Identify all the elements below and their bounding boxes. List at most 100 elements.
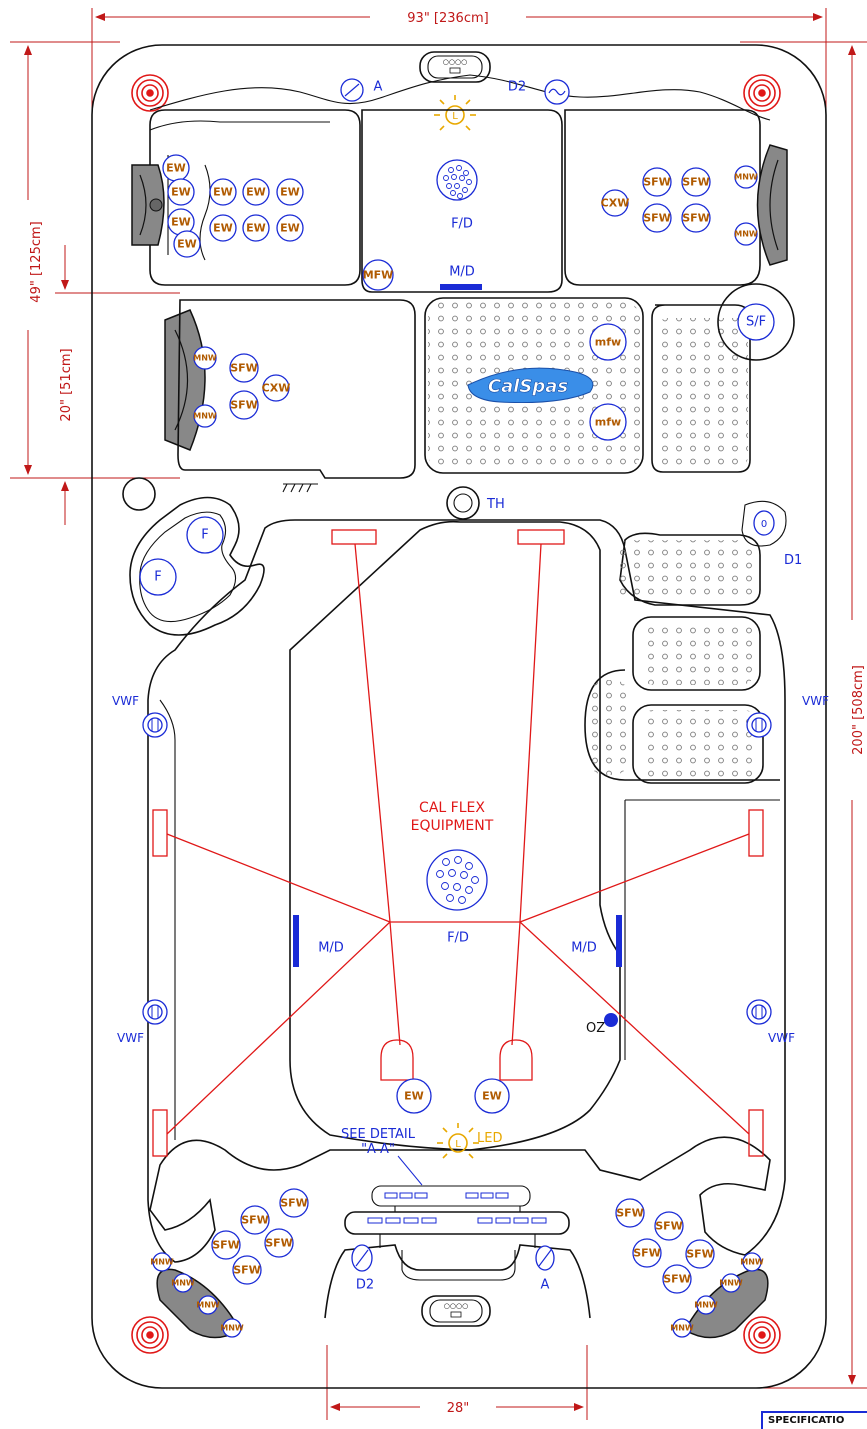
svg-text:○○○○: ○○○○ bbox=[444, 1302, 468, 1310]
label-vwf-right-top: VWF bbox=[802, 694, 829, 708]
light-icon-bottom: L bbox=[437, 1123, 479, 1159]
jet-label: MNW bbox=[193, 354, 217, 363]
jet-ring bbox=[474, 1078, 510, 1114]
svg-text:0: 0 bbox=[761, 519, 767, 530]
pillow-bottom-right bbox=[683, 1268, 769, 1339]
thermostat-ring-outer bbox=[446, 486, 480, 520]
ew-jet: EW bbox=[209, 178, 237, 206]
jet-ring bbox=[193, 346, 217, 370]
cxw-jet: CXW bbox=[601, 189, 630, 217]
jet-ring bbox=[362, 259, 394, 291]
footwell-left bbox=[129, 496, 265, 636]
label-see-detail-2: "A-A" bbox=[361, 1142, 395, 1157]
mnw-jet: MNW bbox=[719, 1273, 743, 1293]
jet-ring bbox=[742, 1252, 762, 1272]
mnw-jet: MNW bbox=[193, 404, 217, 428]
jet-label: EW bbox=[482, 1090, 502, 1103]
jet-label: MNW bbox=[670, 1324, 694, 1333]
jet-ring bbox=[211, 1230, 241, 1260]
jet-ring bbox=[681, 167, 711, 197]
mnw-jet: MNW bbox=[670, 1318, 694, 1338]
footwell-left-inner bbox=[139, 511, 237, 623]
mnw-jet: MNW bbox=[150, 1252, 174, 1272]
jet-ring bbox=[654, 1211, 684, 1241]
entry-step-grip bbox=[282, 483, 318, 493]
jet-ring bbox=[209, 178, 237, 206]
label-d2-bottom: D2 bbox=[356, 1278, 374, 1293]
jet-label: MNW bbox=[740, 1258, 764, 1267]
pillow-top-left bbox=[131, 164, 165, 246]
ew-jet: EW bbox=[162, 154, 190, 182]
jet-label: SFW bbox=[241, 1214, 269, 1227]
right-bench-lower-dots bbox=[590, 680, 628, 775]
see-detail-leader bbox=[397, 1155, 423, 1186]
jet-label: SFW bbox=[230, 362, 258, 375]
svg-text:○○○○: ○○○○ bbox=[443, 58, 467, 66]
jet-ring bbox=[632, 1238, 662, 1268]
jet-ring bbox=[672, 1318, 692, 1338]
jet-label: mfw bbox=[595, 416, 621, 429]
jet-label: MNW bbox=[719, 1279, 743, 1288]
cup-holder bbox=[122, 477, 156, 511]
right-bench-lower-dots2 bbox=[640, 710, 758, 778]
dim-height-left: 49" [125cm] bbox=[29, 221, 44, 302]
jet-label: MNW bbox=[694, 1301, 718, 1310]
jet-ring bbox=[589, 403, 627, 441]
sfw-jet: SFW bbox=[681, 167, 711, 197]
bottom-control-panel bbox=[344, 1185, 570, 1248]
right-bench-lower bbox=[632, 704, 764, 784]
mnw-jet: MNW bbox=[734, 222, 758, 246]
jet-ring bbox=[396, 1078, 432, 1114]
sfw-jet: SFW bbox=[279, 1188, 309, 1218]
label-d2-top: D2 bbox=[508, 80, 526, 95]
d1-pod bbox=[741, 500, 787, 547]
jet-ring bbox=[222, 1318, 242, 1338]
jet-label: MNW bbox=[193, 412, 217, 421]
sfw-jet: SFW bbox=[615, 1198, 645, 1228]
svg-text:L: L bbox=[455, 1139, 461, 1150]
jet-ring bbox=[242, 178, 270, 206]
jet-ring bbox=[242, 214, 270, 242]
ew-jet: EW bbox=[209, 214, 237, 242]
jet-ring bbox=[642, 167, 672, 197]
mfw-upper-jet: MFW bbox=[362, 259, 394, 291]
md-bar-left bbox=[293, 915, 299, 967]
swim-area-outline bbox=[147, 519, 786, 1263]
cxw-jet: CXW bbox=[262, 374, 291, 402]
ozone-fitting bbox=[604, 1013, 618, 1027]
label-fd-center: F/D bbox=[447, 931, 469, 946]
sfw-jet: SFW bbox=[229, 353, 259, 383]
dim-width-top: 93" [236cm] bbox=[407, 11, 488, 26]
right-wall-lower bbox=[624, 799, 780, 1060]
label-fd-top: F/D bbox=[451, 217, 473, 232]
jet-label: EW bbox=[171, 216, 191, 229]
jet-ring bbox=[167, 178, 195, 206]
plumbing-lines bbox=[152, 529, 764, 1157]
jet-ring bbox=[186, 516, 224, 554]
fountain-top bbox=[436, 159, 478, 201]
jet-ring bbox=[139, 558, 177, 596]
bottom-seat-console bbox=[324, 1244, 591, 1319]
skimmer-filter-label-ring bbox=[737, 303, 775, 341]
sfw-jet: SFW bbox=[211, 1230, 241, 1260]
jet-label: EW bbox=[246, 186, 266, 199]
right-bench-mid-dots bbox=[640, 622, 755, 685]
jet-ring bbox=[198, 1295, 218, 1315]
air-control-icon-top bbox=[340, 78, 364, 102]
jet-ring bbox=[264, 1228, 294, 1258]
jet-ring bbox=[681, 203, 711, 233]
top-center-seat bbox=[361, 109, 563, 293]
jet-ring bbox=[734, 165, 758, 189]
vwf-fitting-right-bottom bbox=[746, 999, 772, 1025]
jet-label: SFW bbox=[280, 1197, 308, 1210]
jet-label: CXW bbox=[601, 197, 630, 210]
label-md-left: M/D bbox=[318, 941, 344, 956]
jet-label: MNW bbox=[196, 1301, 220, 1310]
skimmer-filter bbox=[717, 283, 795, 361]
jet-label: CXW bbox=[262, 382, 291, 395]
specification-tab[interactable]: SPECIFICATIO bbox=[761, 1411, 867, 1429]
sfw-jet: SFW bbox=[232, 1255, 262, 1285]
jet-ring bbox=[734, 222, 758, 246]
dim-height-right: 200" [508cm] bbox=[851, 665, 866, 755]
